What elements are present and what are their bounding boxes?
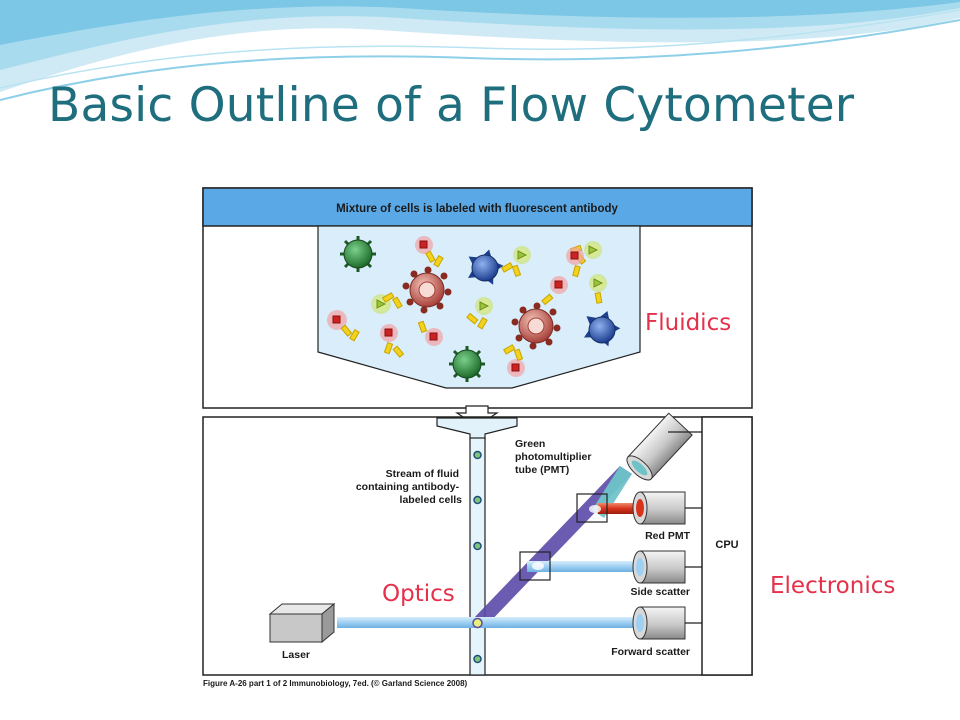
laser-label: Laser [282, 649, 310, 661]
antibody-red-tag [415, 236, 444, 268]
antibody-green-tag [371, 292, 403, 314]
cpu-box [701, 416, 753, 676]
antibody-red-tag [380, 324, 405, 358]
cell-red-labeled [511, 302, 561, 350]
stream-cells [473, 450, 482, 664]
annotation-optics: Optics [382, 581, 455, 607]
antibody-red-tag [417, 320, 443, 346]
figure-caption: Figure A-26 part 1 of 2 Immunobiology, 7… [203, 679, 468, 688]
header-text: Mixture of cells is labeled with fluores… [336, 203, 618, 215]
antibody-green-tag [466, 297, 493, 330]
stream-label: Stream of fluid containing antibody- lab… [356, 468, 462, 506]
side-scatter-beam [527, 561, 637, 572]
antibody-red-tag [541, 276, 568, 306]
annotation-fluidics: Fluidics [645, 310, 731, 336]
red-pmt-label: Red PMT [645, 530, 691, 542]
cell-blue [583, 310, 621, 347]
cell-blue [468, 249, 504, 285]
header-bar [202, 187, 753, 227]
antibody-red-tag [502, 344, 525, 377]
illuminated-cell [472, 617, 483, 629]
cell-green [449, 346, 485, 382]
side-scatter-detector [632, 550, 686, 584]
antibody-red-tag [566, 247, 584, 278]
antibody-green-tag [500, 246, 531, 278]
side-scatter-label: Side scatter [630, 586, 690, 598]
laser-beam [337, 617, 637, 628]
slide-title: Basic Outline of a Flow Cytometer [48, 78, 855, 133]
cpu-label: CPU [715, 539, 738, 551]
mirror-red [576, 493, 608, 523]
green-pmt-label: Green photomultiplier tube (PMT) [515, 438, 594, 476]
antibody-green-tag [589, 274, 607, 304]
antibody-red-tag [327, 310, 360, 342]
red-pmt-detector [632, 491, 686, 525]
fluid-stream [469, 437, 486, 676]
cell-green [340, 236, 376, 272]
cell-red-labeled [402, 266, 452, 314]
laser-device [268, 602, 336, 644]
red-beam [598, 503, 638, 514]
header-waves [0, 0, 960, 101]
forward-scatter-detector [632, 606, 686, 640]
green-pmt-detector [626, 412, 693, 481]
forward-scatter-label: Forward scatter [611, 646, 690, 658]
annotation-electronics: Electronics [770, 573, 895, 599]
mirror-side [519, 551, 551, 581]
